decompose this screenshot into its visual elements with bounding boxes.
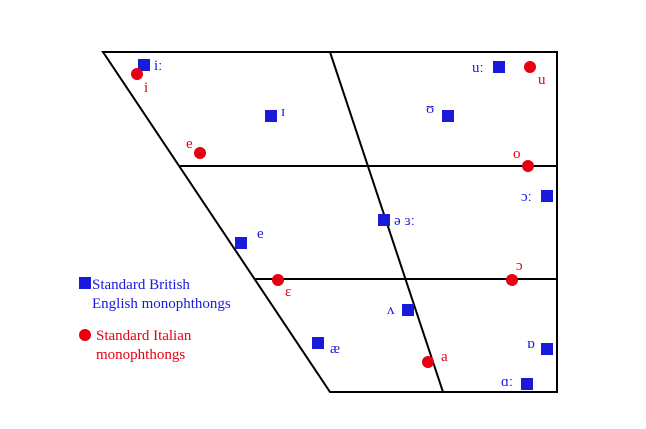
italian-marker-open-o — [506, 274, 518, 286]
british-label-u-long: uː — [472, 60, 484, 76]
italian-markers — [131, 61, 536, 368]
british-label-a-long: ɑː — [501, 374, 513, 390]
legend-british-line1: Standard British — [92, 277, 190, 293]
british-marker-a-long — [521, 378, 533, 390]
italian-label-i: i — [144, 80, 148, 96]
british-label-ae: æ — [330, 341, 340, 357]
italian-label-e: e — [186, 136, 193, 152]
british-marker-wedge — [402, 304, 414, 316]
italian-marker-i — [131, 68, 143, 80]
italian-label-open-e: ɛ — [285, 284, 291, 300]
italian-marker-open-e — [272, 274, 284, 286]
italian-label-a: a — [441, 349, 448, 365]
british-markers — [138, 59, 553, 390]
legend-british-line2: English monophthongs — [92, 296, 231, 312]
italian-label-o: o — [513, 146, 521, 162]
british-marker-u-long — [493, 61, 505, 73]
british-labels: iː ɪ uː ʊ ɔː ə ɜː e ʌ æ ɒ ɑː — [154, 58, 535, 390]
british-label-i-long: iː — [154, 58, 162, 74]
legend-italian-line1: Standard Italian — [96, 328, 192, 344]
italian-marker-u — [524, 61, 536, 73]
british-marker-schwa — [378, 214, 390, 226]
legend-italian-swatch — [79, 329, 91, 341]
legend-british-swatch — [79, 277, 91, 289]
italian-marker-a — [422, 356, 434, 368]
british-marker-e — [235, 237, 247, 249]
british-label-schwa: ə ɜː — [394, 213, 415, 229]
italian-label-u: u — [538, 72, 546, 88]
british-marker-open-o-long — [541, 190, 553, 202]
italian-marker-e — [194, 147, 206, 159]
british-label-wedge: ʌ — [387, 302, 395, 318]
british-marker-short-u — [442, 110, 454, 122]
legend-italian-line2: monophthongs — [96, 347, 185, 363]
british-marker-i-long — [138, 59, 150, 71]
british-marker-short-i — [265, 110, 277, 122]
british-label-open-o-long: ɔː — [521, 189, 532, 205]
british-marker-ae — [312, 337, 324, 349]
italian-labels: i u e o ɛ ɔ a — [144, 72, 546, 365]
legend: Standard British English monophthongs St… — [79, 277, 231, 363]
british-label-turned-script-a: ɒ — [527, 336, 535, 352]
british-label-short-u: ʊ — [426, 101, 434, 117]
british-marker-turned-script-a — [541, 343, 553, 355]
british-label-short-i: ɪ — [281, 104, 285, 120]
vowel-trapezoid — [101, 51, 558, 393]
italian-label-open-o: ɔ — [516, 258, 523, 274]
italian-marker-o — [522, 160, 534, 172]
british-label-e: e — [257, 226, 264, 242]
